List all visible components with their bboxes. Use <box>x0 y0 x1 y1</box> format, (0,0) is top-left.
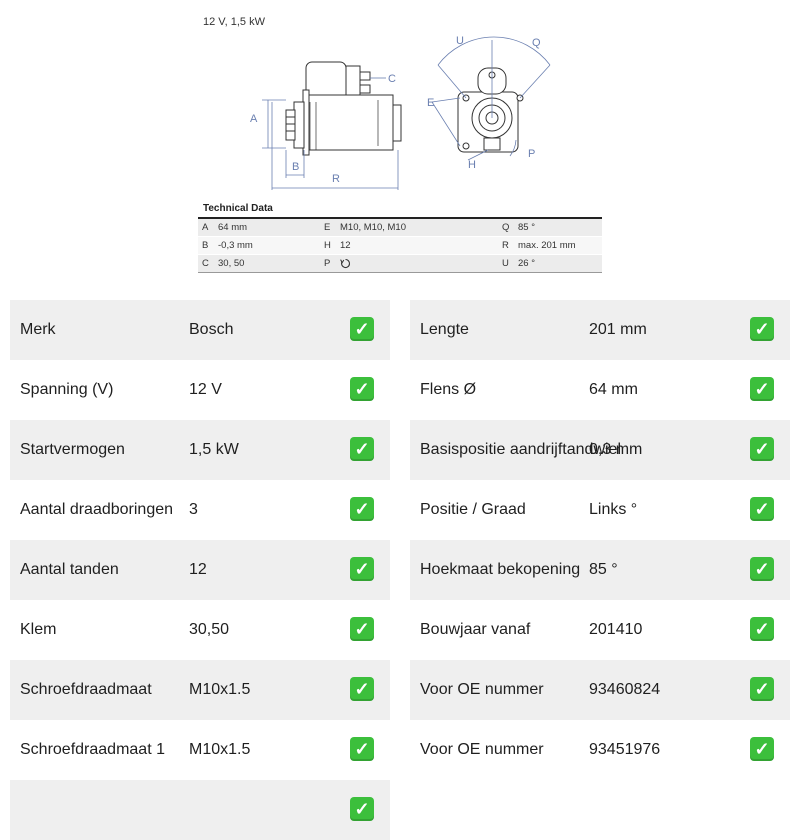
spec-row-oe-number: Voor OE nummer 93460824 ✓ <box>410 660 790 720</box>
check-icon: ✓ <box>750 497 774 521</box>
spec-label: Aantal draadboringen <box>20 501 174 518</box>
drawing-caption: 12 V, 1,5 kW <box>203 16 265 28</box>
technical-data-table: A 64 mm E M10, M10, M10 Q 85 ° B -0,3 mm… <box>198 217 602 273</box>
check-icon: ✓ <box>750 317 774 341</box>
spec-value: Bosch <box>189 321 234 338</box>
spec-label: Startvermogen <box>20 441 125 458</box>
dimension-label-h: H <box>468 159 476 171</box>
spec-label: Flens Ø <box>420 381 477 398</box>
spec-label: Bouwjaar vanaf <box>420 621 531 638</box>
rotation-direction-icon <box>340 258 351 269</box>
dimension-label-q: Q <box>532 37 541 49</box>
spec-value: 12 V <box>189 381 222 398</box>
spec-row-brand: Merk Bosch ✓ <box>10 300 390 360</box>
dimension-label-r: R <box>332 173 340 185</box>
table-row: B -0,3 mm H 12 R max. 201 mm <box>198 236 602 255</box>
dimension-label-c: C <box>388 73 396 85</box>
spec-value: 93451976 <box>589 741 661 758</box>
spec-value: 85 ° <box>589 561 618 578</box>
check-icon: ✓ <box>350 377 374 401</box>
table-row: C 30, 50 P U 26 ° <box>198 254 602 273</box>
spec-value: 1,5 kW <box>189 441 239 458</box>
specs-right-column: Lengte 201 mm ✓ Flens Ø 64 mm ✓ Basispos… <box>410 300 790 780</box>
spec-row-voltage: Spanning (V) 12 V ✓ <box>10 360 390 420</box>
check-icon: ✓ <box>750 557 774 581</box>
dimension-label-p: P <box>528 148 535 160</box>
spec-row-partial: ✓ <box>10 780 390 840</box>
check-icon: ✓ <box>750 737 774 761</box>
spec-value: Links ° <box>589 501 638 518</box>
check-icon: ✓ <box>350 737 374 761</box>
spec-row-year-from: Bouwjaar vanaf 201410 ✓ <box>410 600 790 660</box>
spec-label: Spanning (V) <box>20 381 114 398</box>
spec-value: M10x1.5 <box>189 681 251 698</box>
check-icon: ✓ <box>350 557 374 581</box>
spec-row-teeth: Aantal tanden 12 ✓ <box>10 540 390 600</box>
check-icon: ✓ <box>350 677 374 701</box>
check-icon: ✓ <box>350 797 374 821</box>
spec-label: Basispositie aandrijftandwiel <box>420 441 621 458</box>
spec-value: 12 <box>189 561 207 578</box>
spec-label: Voor OE nummer <box>420 741 544 758</box>
check-icon: ✓ <box>350 497 374 521</box>
spec-row-flange: Flens Ø 64 mm ✓ <box>410 360 790 420</box>
check-icon: ✓ <box>750 617 774 641</box>
spec-label: Positie / Graad <box>420 501 526 518</box>
spec-label: Hoekmaat bekopening <box>420 561 581 578</box>
dimension-label-a: A <box>250 113 258 125</box>
specs-left-column: Merk Bosch ✓ Spanning (V) 12 V ✓ Startve… <box>10 300 390 840</box>
spec-label: Aantal tanden <box>20 561 119 578</box>
spec-row-position-degree: Positie / Graad Links ° ✓ <box>410 480 790 540</box>
spec-value: 93460824 <box>589 681 661 698</box>
spec-row-length: Lengte 201 mm ✓ <box>410 300 790 360</box>
spec-label: Klem <box>20 621 57 638</box>
dimension-label-e: E <box>427 97 434 109</box>
spec-row-oe-number-2: Voor OE nummer 93451976 ✓ <box>410 720 790 780</box>
spec-value: 0,3 mm <box>589 441 643 458</box>
spec-row-terminal: Klem 30,50 ✓ <box>10 600 390 660</box>
check-icon: ✓ <box>750 377 774 401</box>
spec-value: 64 mm <box>589 381 638 398</box>
spec-label: Schroefdraadmaat <box>20 681 152 698</box>
spec-row-pinion-position: Basispositie aandrijftandwiel 0,3 mm ✓ <box>410 420 790 480</box>
spec-row-jaw-angle: Hoekmaat bekopening 85 ° ✓ <box>410 540 790 600</box>
spec-value: M10x1.5 <box>189 741 251 758</box>
spec-value: 201410 <box>589 621 643 638</box>
check-icon: ✓ <box>350 317 374 341</box>
check-icon: ✓ <box>350 437 374 461</box>
spec-row-power: Startvermogen 1,5 kW ✓ <box>10 420 390 480</box>
spec-label: Schroefdraadmaat 1 <box>20 741 165 758</box>
spec-value: 201 mm <box>589 321 647 338</box>
spec-row-thread-size-1: Schroefdraadmaat 1 M10x1.5 ✓ <box>10 720 390 780</box>
spec-row-thread-holes: Aantal draadboringen 3 ✓ <box>10 480 390 540</box>
spec-label: Lengte <box>420 321 469 338</box>
spec-value: 30,50 <box>189 621 230 638</box>
spec-label: Merk <box>20 321 56 338</box>
technical-data-title: Technical Data <box>203 203 273 214</box>
technical-drawing: 12 V, 1,5 kW <box>198 10 602 273</box>
dimension-label-u: U <box>456 35 464 47</box>
check-icon: ✓ <box>750 677 774 701</box>
dimension-label-b: B <box>292 161 299 173</box>
table-row: A 64 mm E M10, M10, M10 Q 85 ° <box>198 217 602 237</box>
starter-motor-diagram: C A B R U <box>250 35 551 190</box>
spec-row-thread-size: Schroefdraadmaat M10x1.5 ✓ <box>10 660 390 720</box>
spec-label: Voor OE nummer <box>420 681 544 698</box>
check-icon: ✓ <box>750 437 774 461</box>
spec-value: 3 <box>189 501 198 518</box>
check-icon: ✓ <box>350 617 374 641</box>
